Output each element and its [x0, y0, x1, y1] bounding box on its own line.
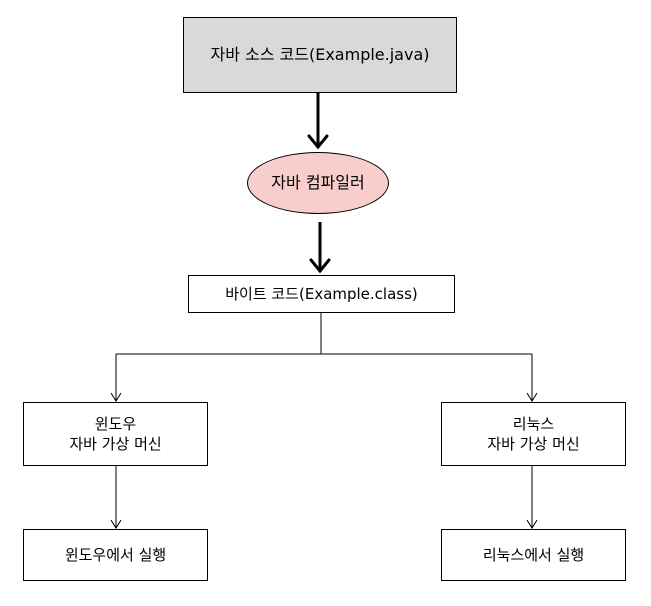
- bytecode-label: 바이트 코드(Example.class): [225, 285, 418, 303]
- edge-windows-jvm-to-run: [110, 466, 122, 529]
- windows-jvm-line1: 윈도우: [94, 415, 137, 433]
- edge-linux-jvm-to-run: [526, 466, 538, 529]
- windows-run-label: 윈도우에서 실행: [64, 546, 167, 564]
- edge-bytecode-branch: [116, 313, 532, 355]
- edge-source-to-compiler: [307, 93, 329, 150]
- compiler-node: 자바 컴파일러: [247, 152, 389, 214]
- edge-bytecode-to-windows-jvm: [110, 354, 122, 402]
- linux-jvm-line1: 리눅스: [512, 415, 555, 433]
- linux-run-node: 리눅스에서 실행: [441, 529, 626, 581]
- windows-jvm-node: 윈도우 자바 가상 머신: [23, 402, 208, 466]
- bytecode-node: 바이트 코드(Example.class): [188, 275, 455, 313]
- linux-jvm-line2: 자바 가상 머신: [487, 435, 580, 453]
- linux-run-label: 리눅스에서 실행: [482, 546, 585, 564]
- windows-run-node: 윈도우에서 실행: [23, 529, 208, 581]
- compiler-label: 자바 컴파일러: [271, 173, 365, 192]
- windows-jvm-line2: 자바 가상 머신: [69, 435, 162, 453]
- source-code-label: 자바 소스 코드(Example.java): [210, 45, 430, 64]
- linux-jvm-node: 리눅스 자바 가상 머신: [441, 402, 626, 466]
- edge-compiler-to-bytecode: [309, 222, 331, 274]
- source-code-node: 자바 소스 코드(Example.java): [183, 17, 457, 93]
- edge-bytecode-to-linux-jvm: [526, 354, 538, 402]
